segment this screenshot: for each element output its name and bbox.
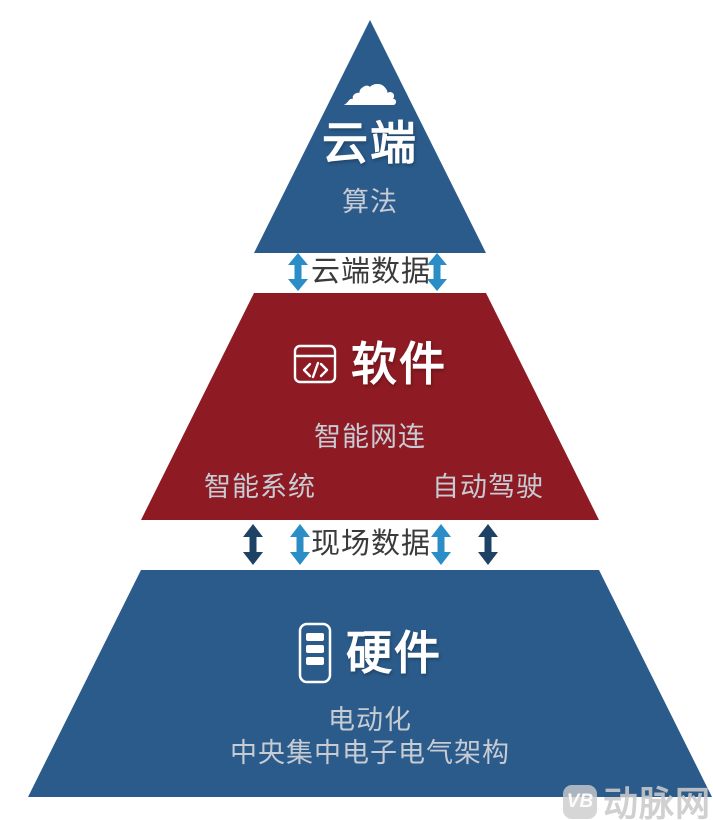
software-right-label: 自动驾驶 [432, 472, 544, 502]
layer-cloud-subtitle: 算法 [342, 187, 398, 217]
layer-software-subtitle: 智能网连 [314, 422, 426, 452]
gap-cloud-data: 云端数据 [0, 252, 713, 292]
code-window-icon [293, 344, 337, 384]
layer-cloud: ☁ 云端 算法 [254, 20, 486, 253]
server-icon [298, 622, 332, 684]
field-data-label: 现场数据 [310, 528, 431, 560]
cloud-icon: ☁ [341, 51, 399, 119]
layer-hardware-title: 硬件 [346, 627, 442, 679]
double-arrow-icon [243, 524, 263, 565]
cloud-data-label: 云端数据 [310, 256, 431, 288]
watermark-logo-icon: VB [562, 784, 597, 819]
hardware-subtitle-line1: 电动化 [328, 705, 412, 735]
watermark: VB 动脉网 [562, 776, 711, 820]
double-arrow-icon [290, 524, 310, 565]
double-arrow-icon [431, 524, 451, 565]
hardware-subtitle-line2: 中央集中电子电气架构 [230, 738, 510, 768]
layer-cloud-title: 云端 [322, 117, 418, 169]
software-left-label: 智能系统 [204, 472, 316, 502]
double-arrow-icon [427, 253, 447, 291]
watermark-name: 动脉网 [602, 785, 711, 820]
layer-hardware: 硬件 电动化 中央集中电子电气架构 [28, 570, 712, 797]
double-arrow-icon [478, 524, 498, 565]
gap-field-data: 现场数据 [0, 523, 713, 566]
layer-software-title: 软件 [351, 338, 447, 390]
double-arrow-icon [288, 253, 308, 291]
layer-software: 软件 智能网连 智能系统 自动驾驶 [141, 293, 599, 520]
